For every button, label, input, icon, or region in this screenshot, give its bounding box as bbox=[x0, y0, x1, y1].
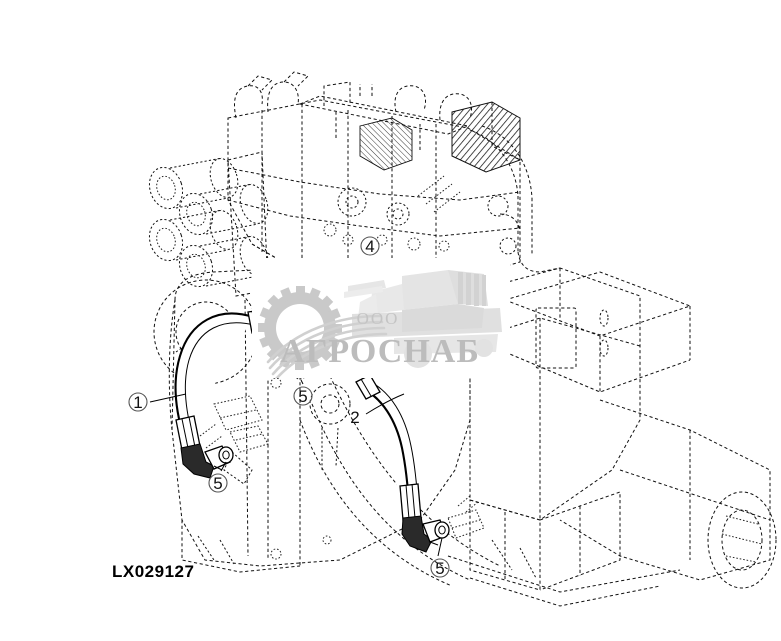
scv-valve-stack-phantom bbox=[227, 71, 561, 289]
leader-lines bbox=[149, 379, 443, 557]
coupler-ports-phantom bbox=[148, 151, 269, 297]
hose-2-ferrule-mid bbox=[399, 483, 422, 521]
hydraulic-hose-1 bbox=[174, 305, 279, 479]
fitting-left bbox=[180, 443, 234, 479]
svg-text:5: 5 bbox=[298, 387, 307, 406]
bracket-detail-phantom bbox=[199, 395, 269, 485]
hose-2-ferrule-upper bbox=[355, 374, 381, 400]
callout-numbers: 1 2 4 5 5 5 bbox=[128, 236, 450, 578]
fitting-right bbox=[401, 515, 450, 553]
svg-text:2: 2 bbox=[350, 408, 359, 427]
svg-text:1: 1 bbox=[133, 393, 142, 412]
hydraulic-hose-2 bbox=[355, 374, 485, 553]
svg-text:5: 5 bbox=[435, 559, 444, 578]
hose-1-ferrule-upper bbox=[247, 305, 279, 334]
part-number-label: LX029127 bbox=[112, 562, 195, 581]
svg-text:5: 5 bbox=[213, 474, 222, 493]
svg-text:4: 4 bbox=[365, 237, 374, 256]
